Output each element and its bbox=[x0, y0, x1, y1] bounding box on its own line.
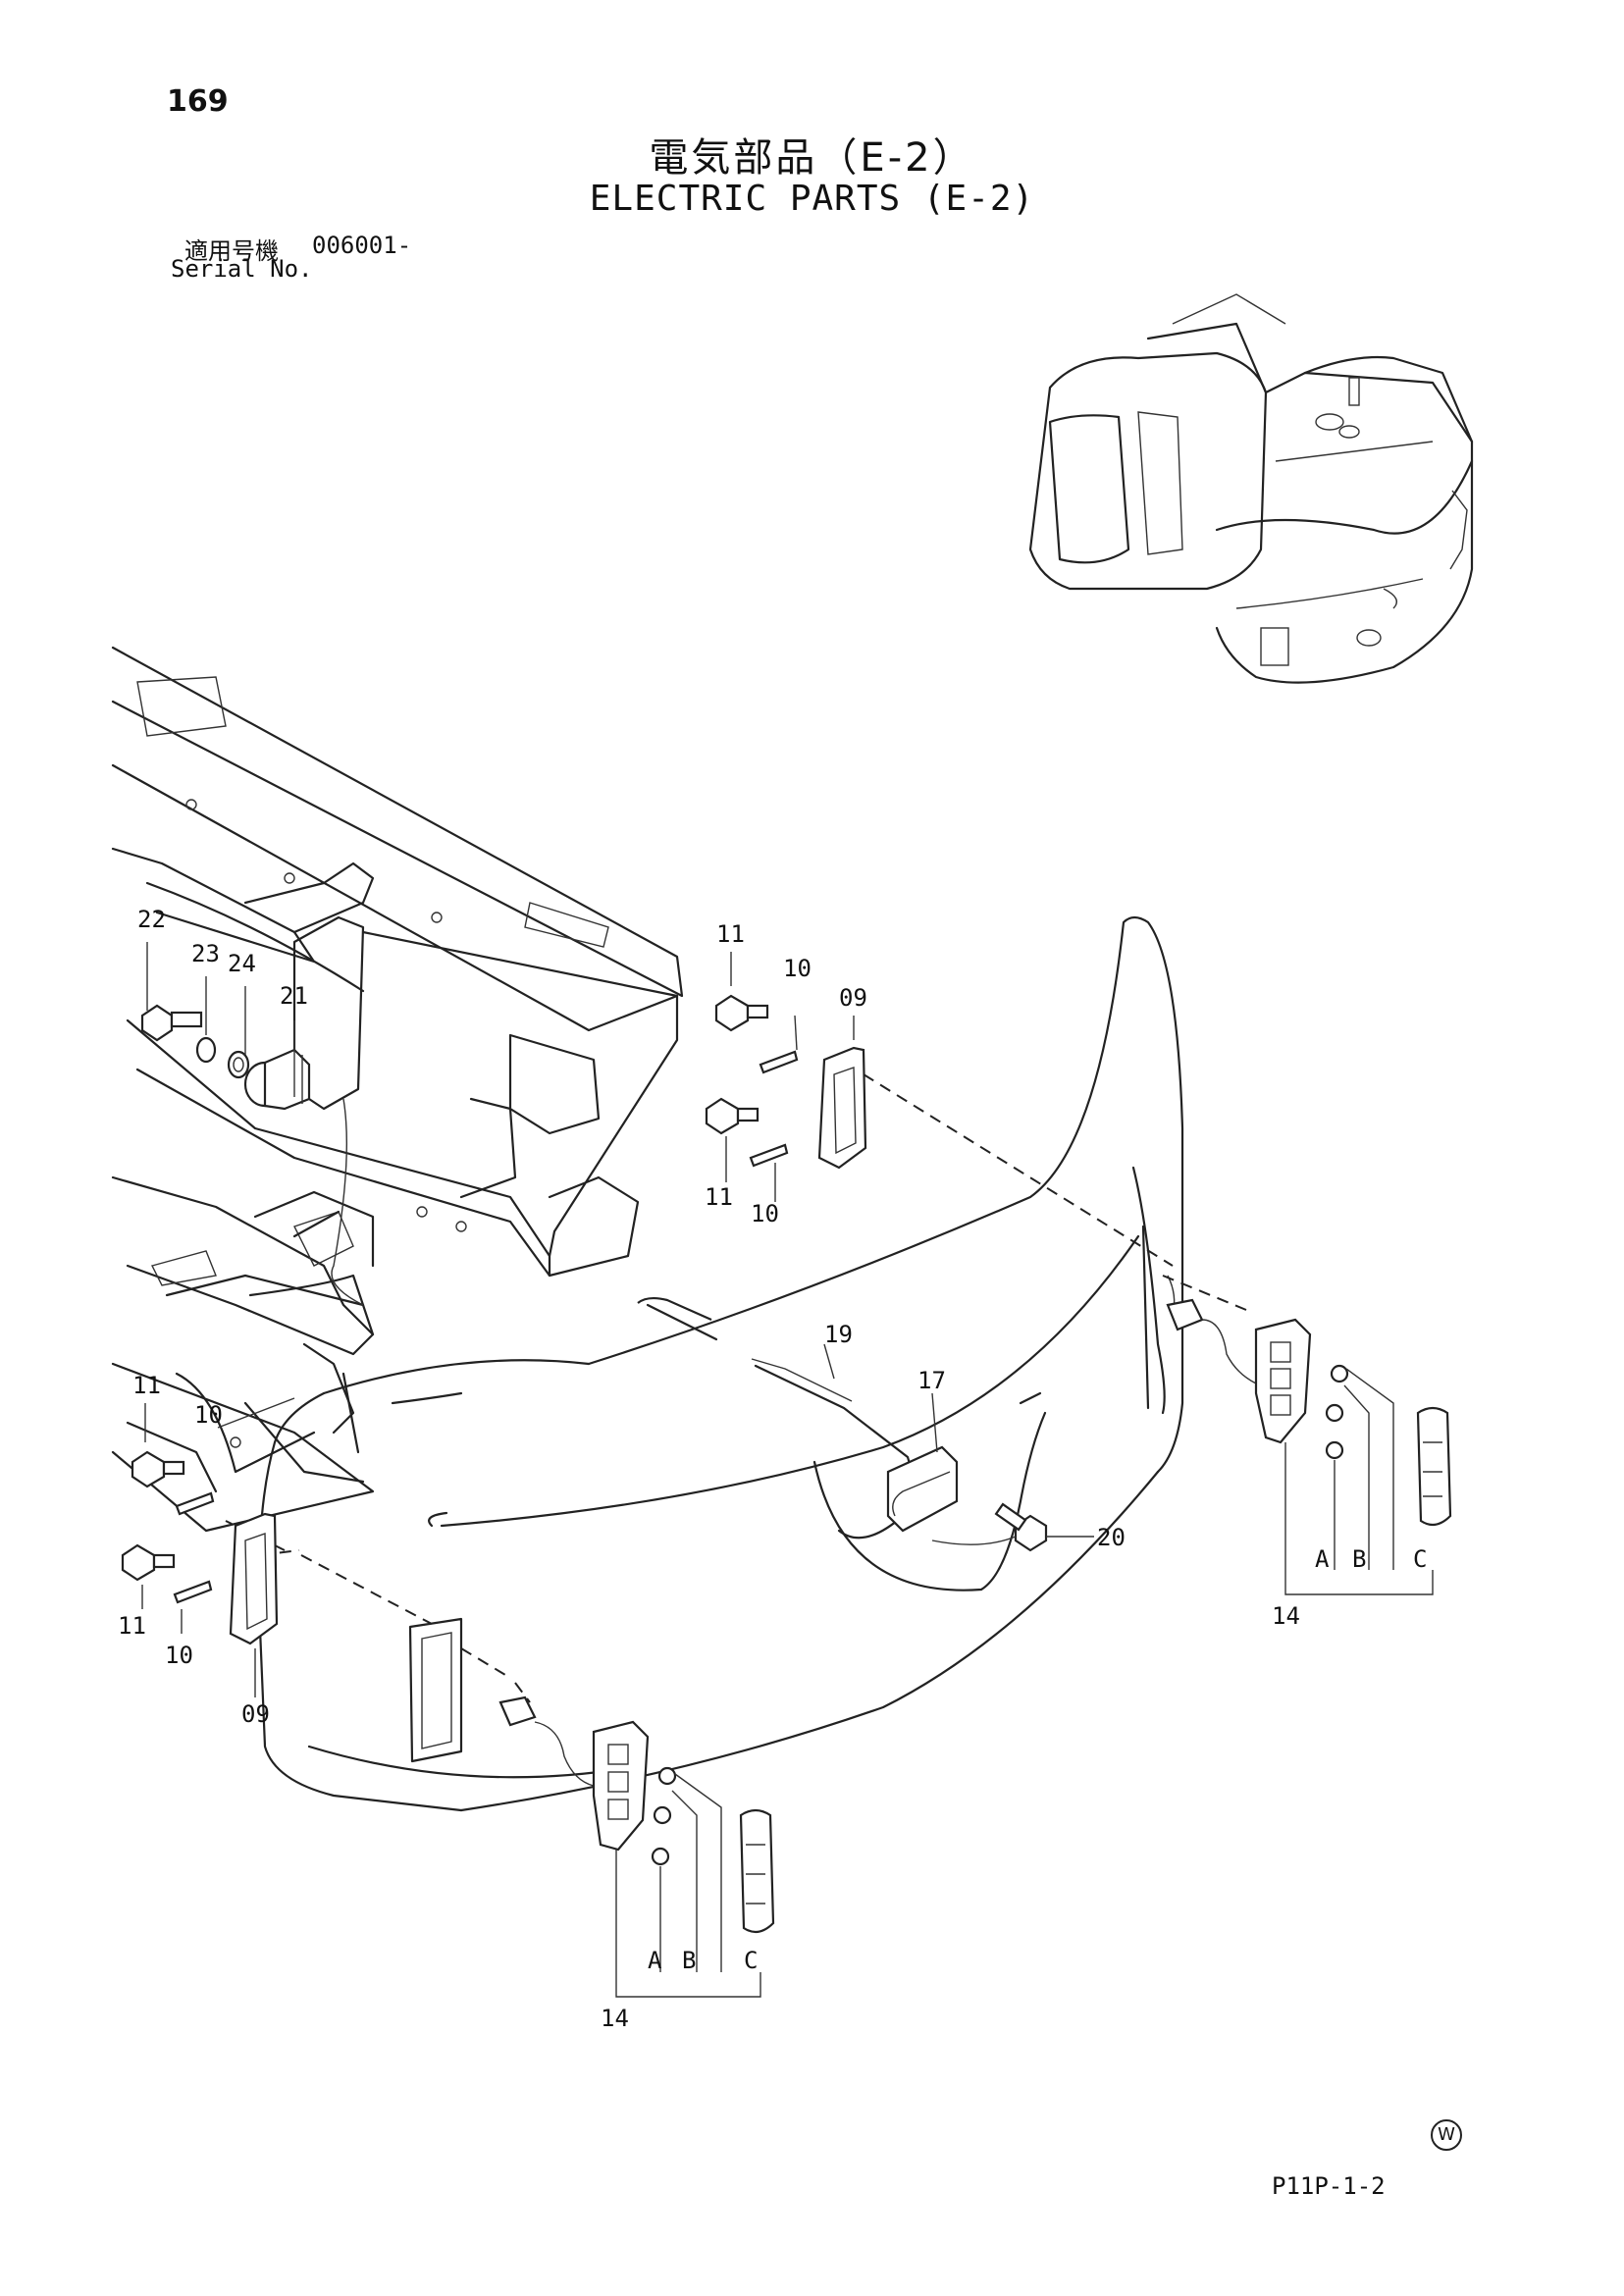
callout-11-lower-second: 11 bbox=[118, 1612, 146, 1640]
callout-20: 20 bbox=[1097, 1524, 1126, 1551]
callout-10-lower: 10 bbox=[194, 1401, 223, 1429]
callout-A-right: A bbox=[1315, 1545, 1330, 1573]
upper-frame bbox=[111, 646, 684, 1533]
callout-24: 24 bbox=[228, 950, 256, 977]
callout-09-lower: 09 bbox=[241, 1700, 270, 1728]
callout-C-right: C bbox=[1413, 1545, 1427, 1573]
w-mark: W bbox=[1431, 2119, 1462, 2151]
callout-21: 21 bbox=[280, 982, 308, 1010]
callout-10-upper-second: 10 bbox=[751, 1200, 779, 1227]
callout-11-lower: 11 bbox=[132, 1372, 161, 1399]
callout-17: 17 bbox=[917, 1367, 946, 1394]
machine-overview-inset bbox=[1028, 293, 1474, 684]
callout-14-left: 14 bbox=[601, 2005, 629, 2032]
page-number: 169 bbox=[167, 84, 229, 119]
right-lamp-assembly bbox=[1166, 1298, 1452, 1595]
callout-14-right: 14 bbox=[1272, 1602, 1300, 1630]
serial-label-japanese: 適用号機 bbox=[184, 237, 279, 265]
left-lamp-assembly bbox=[498, 1696, 775, 1998]
title-english: ELECTRIC PARTS (E-2) bbox=[589, 179, 1035, 219]
callout-C-left: C bbox=[744, 1947, 758, 1974]
callout-11-upper: 11 bbox=[716, 920, 745, 948]
callout-11-upper-second: 11 bbox=[705, 1183, 733, 1211]
serial-number-value: 006001- bbox=[312, 232, 412, 259]
callout-22: 22 bbox=[137, 906, 166, 933]
counterweight bbox=[257, 915, 1184, 1812]
callout-A-left: A bbox=[648, 1947, 662, 1974]
work-lamp-assembly bbox=[637, 1296, 1094, 1552]
bracket-upper-assembly bbox=[705, 952, 867, 1202]
callout-10-lower-second: 10 bbox=[165, 1642, 193, 1669]
callout-10-upper: 10 bbox=[783, 955, 812, 982]
leader-lines bbox=[225, 1073, 1247, 1703]
callout-23: 23 bbox=[191, 940, 220, 967]
callout-09-upper: 09 bbox=[839, 984, 867, 1012]
callout-B-left: B bbox=[682, 1947, 696, 1974]
page-code: P11P-1-2 bbox=[1272, 2172, 1386, 2200]
serial-label-english: Serial No. bbox=[171, 255, 313, 283]
callout-B-right: B bbox=[1352, 1545, 1366, 1573]
title-japanese: 電気部品（E-2） bbox=[649, 135, 975, 181]
callout-19: 19 bbox=[824, 1321, 853, 1348]
callout-labels: 22 23 24 21 11 10 09 11 10 19 17 20 11 1… bbox=[118, 906, 1427, 2032]
bracket-lower-assembly bbox=[121, 1397, 295, 1697]
horn-assembly bbox=[140, 942, 364, 1306]
